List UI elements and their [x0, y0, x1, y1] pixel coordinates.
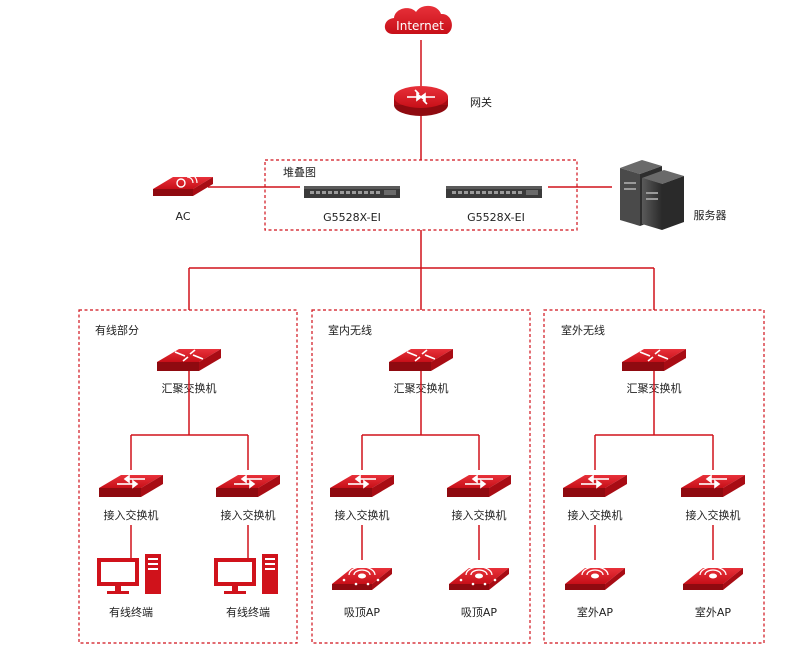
connection-lines — [188, 40, 655, 310]
ceiling-ap-icon — [449, 566, 509, 590]
access-switch-icon — [681, 474, 745, 497]
access-switch-label: 接入交换机 — [221, 508, 276, 522]
access-switch-icon — [99, 474, 163, 497]
section-box-wired — [78, 309, 298, 644]
outdoor-ap-icon — [565, 566, 625, 590]
access-switch-label: 接入交换机 — [686, 508, 741, 522]
internet-cloud-icon: Internet — [384, 5, 452, 34]
endpoint-label: 室外AP — [577, 605, 614, 619]
endpoint-label: 室外AP — [695, 605, 732, 619]
stack-switch-1-label: G5528X-EI — [323, 211, 381, 224]
section-box-indoor-wireless — [311, 309, 531, 644]
access-switch-icon — [447, 474, 511, 497]
ac-label: AC — [175, 210, 190, 223]
access-switch-icon — [330, 474, 394, 497]
endpoint-label: 吸顶AP — [461, 606, 498, 619]
access-switch-label: 接入交换机 — [452, 508, 507, 522]
server-icon — [620, 160, 684, 230]
desktop-pc-icon — [214, 554, 278, 594]
stack-switch-2-icon — [446, 186, 542, 198]
access-switch-label: 接入交换机 — [335, 508, 390, 522]
endpoint-label: 吸顶AP — [344, 606, 381, 619]
internet-label: Internet — [396, 19, 444, 33]
aggregation-switch-icon — [157, 349, 221, 371]
gateway-router-icon — [394, 86, 448, 116]
endpoint-label: 有线终端 — [109, 605, 153, 619]
section-title: 室外无线 — [561, 323, 605, 337]
section-box-outdoor-wireless — [543, 309, 765, 644]
stack-box — [264, 159, 578, 231]
ceiling-ap-icon — [332, 566, 392, 590]
stack-switch-2-label: G5528X-EI — [467, 211, 525, 224]
section-title: 室内无线 — [328, 323, 372, 337]
access-switch-label: 接入交换机 — [568, 508, 623, 522]
endpoint-label: 有线终端 — [226, 605, 270, 619]
aggregation-switch-icon — [622, 349, 686, 371]
access-switch-icon — [563, 474, 627, 497]
ac-controller-icon — [153, 172, 213, 196]
stack-switch-1-icon — [304, 186, 400, 198]
access-switch-icon — [216, 474, 280, 497]
gateway-label: 网关 — [470, 95, 492, 109]
desktop-pc-icon — [97, 554, 161, 594]
stack-title: 堆叠图 — [283, 166, 316, 179]
server-label: 服务器 — [694, 209, 727, 222]
section-title: 有线部分 — [95, 323, 139, 337]
aggregation-switch-icon — [389, 349, 453, 371]
outdoor-ap-icon — [683, 566, 743, 590]
access-switch-label: 接入交换机 — [104, 508, 159, 522]
sections: 有线部分 汇聚交换机 接入交换机 接入交换机 有线终端 有线终端 室内无线 汇聚… — [95, 323, 741, 619]
